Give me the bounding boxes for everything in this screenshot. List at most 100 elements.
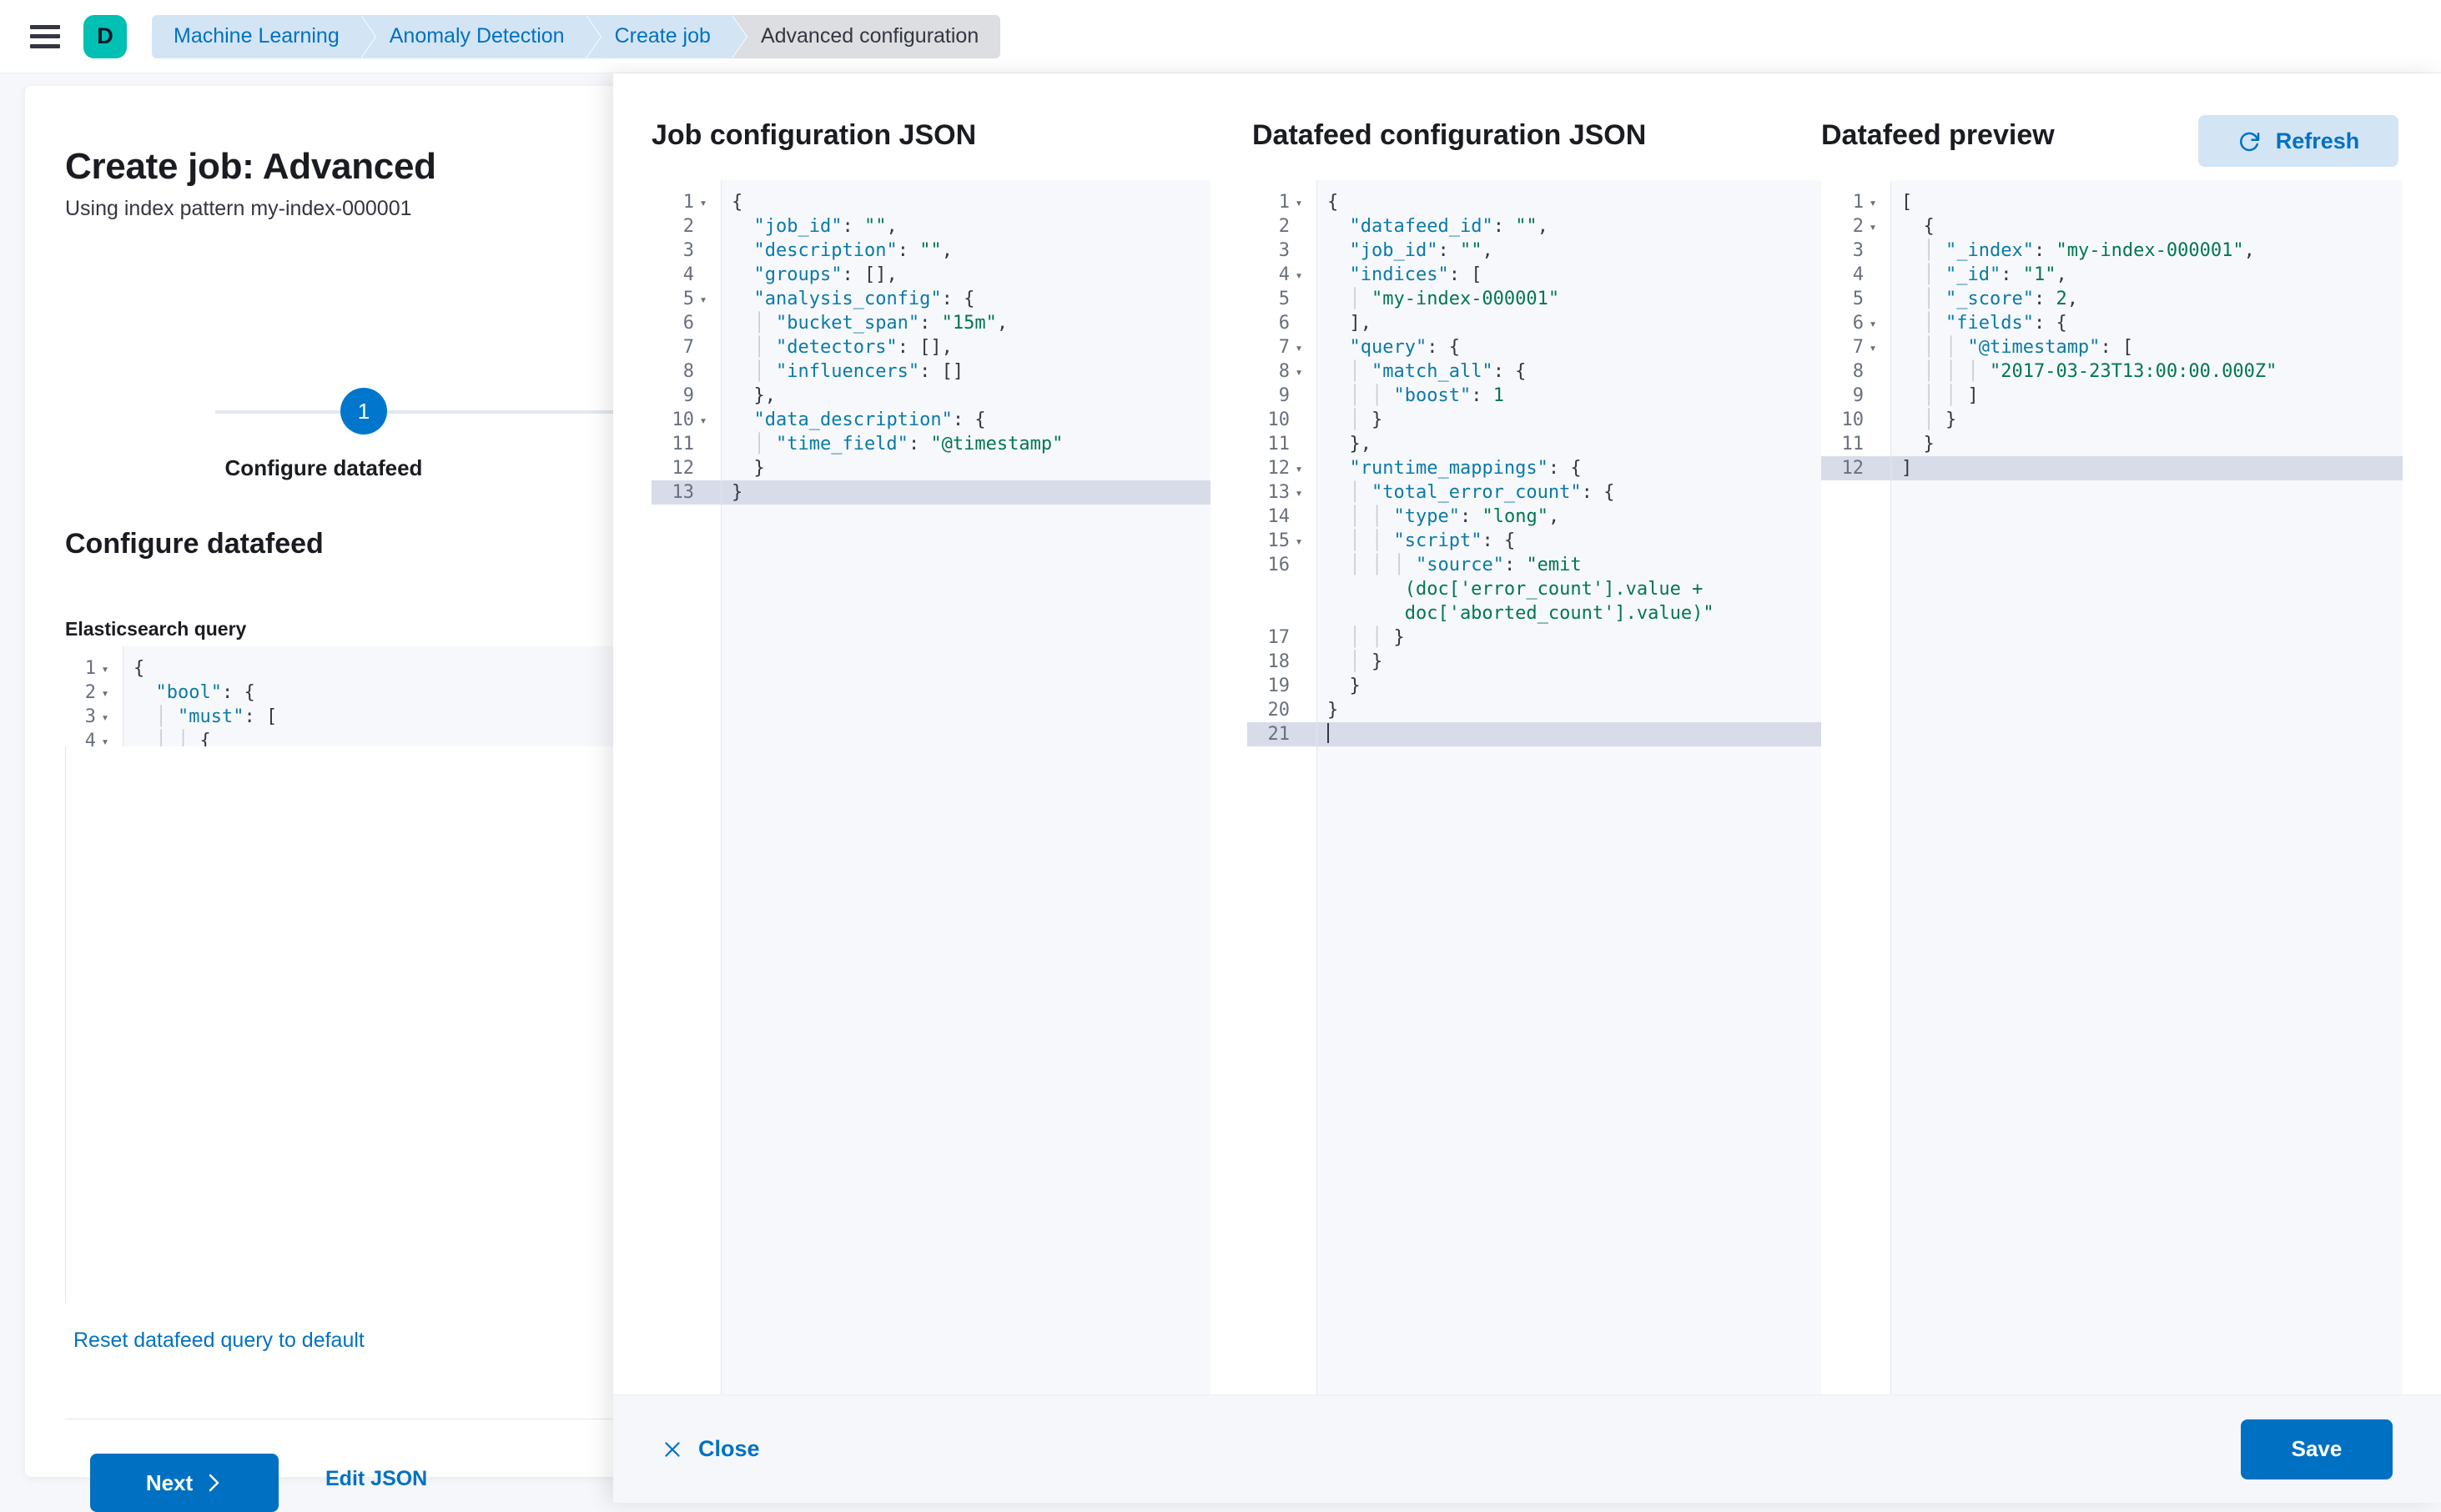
editor-code[interactable]: { "job_id": "", "description": "", "grou…: [722, 180, 1210, 1423]
editor-code-line: {: [1327, 192, 1339, 213]
editor-line-number: 6▾: [1852, 313, 1877, 334]
editor-code-line: │ "match_all": {: [1327, 361, 1527, 382]
editor-line-number: 8: [682, 361, 694, 382]
editor-line-number: 13: [652, 480, 721, 505]
editor-code-line: │ "_index": "my-index-000001",: [1901, 240, 2255, 261]
editor-line-number: 7: [682, 337, 694, 358]
editor-caret: [1327, 723, 1329, 743]
editor-code-line: "indices": [: [1349, 264, 1482, 285]
page-title: Create job: Advanced: [65, 146, 436, 187]
next-button[interactable]: Next: [90, 1454, 279, 1512]
editor-code-line: }: [732, 458, 765, 479]
editor-code-line: │ "my-index-000001": [1327, 289, 1560, 309]
editor-code[interactable]: { "datafeed_id": "", "job_id": "", "indi…: [1317, 180, 1836, 1423]
editor-code-line: [: [1901, 192, 1913, 213]
close-button-label: Close: [698, 1436, 760, 1461]
editor-line-number: 9: [1852, 385, 1864, 406]
stepper-step-1-label: Configure datafeed: [224, 455, 423, 480]
editor-line-number: 4: [682, 264, 694, 285]
editor-code-line: │ "total_error_count": {: [1327, 482, 1615, 503]
editor-line-number: 18: [1267, 651, 1291, 672]
editor-line-number: 4: [1852, 264, 1864, 285]
editor-line-number: 3: [1852, 240, 1864, 261]
editor-line-number: 20: [1267, 700, 1291, 721]
editor-code-line: "runtime_mappings": {: [1349, 458, 1582, 479]
breadcrumb: Machine Learning Anomaly Detection Creat…: [152, 14, 1001, 58]
editor-line-number: 1▾: [1278, 192, 1303, 213]
editor-line-number: [1247, 577, 1316, 601]
edit-json-button[interactable]: Edit JSON: [325, 1467, 428, 1490]
editor-line-number: 3▾: [84, 706, 109, 727]
breadcrumb-item-advanced-configuration[interactable]: Advanced configuration: [732, 14, 1001, 58]
editor-code-line: {: [1901, 216, 1935, 237]
editor-line-number: 5: [1278, 289, 1290, 309]
editor-code-line: │ │ "@timestamp": [: [1901, 337, 2134, 358]
close-button[interactable]: Close: [662, 1436, 760, 1462]
stepper-step-1[interactable]: 1: [340, 388, 387, 435]
editor-code-line: │ }: [1327, 651, 1383, 672]
editor-code-line: doc['aborted_count'].value)": [1327, 603, 1714, 624]
job-configuration-json-title: Job configuration JSON: [652, 119, 977, 151]
editor-gutter[interactable]: 1▾2▾3▾4▾56789: [65, 646, 123, 746]
editor-line-number: [1247, 601, 1316, 625]
hamburger-menu-icon[interactable]: [30, 24, 60, 48]
editor-line-number: 7▾: [1852, 337, 1877, 358]
elasticsearch-query-editor-area: [65, 646, 1193, 1304]
elasticsearch-query-label: Elasticsearch query: [65, 618, 247, 640]
next-button-label: Next: [145, 1469, 194, 1495]
editor-line-number: 9: [682, 385, 694, 406]
editor-line-number: 1▾: [84, 658, 109, 679]
editor-line-number: 4▾: [84, 731, 109, 746]
refresh-icon: [2239, 132, 2259, 152]
editor-line-number: 12: [672, 458, 695, 479]
editor-code-line: │ │ │ "source": "emit: [1327, 555, 1582, 575]
page-subtitle: Using index pattern my-index-000001: [65, 197, 412, 220]
editor-line-number: 15▾: [1267, 530, 1303, 551]
editor-code-line: (doc['error_count'].value +: [1327, 579, 1704, 600]
editor-line-number: 11: [1267, 434, 1291, 455]
flyout-footer: Close Save: [613, 1394, 2441, 1503]
editor-line-number: 8: [1852, 361, 1864, 382]
editor-code-line: │ │ "boost": 1: [1327, 385, 1504, 406]
editor-line-number: 6: [1278, 313, 1290, 334]
editor-code-line: │ "detectors": [],: [732, 337, 953, 358]
breadcrumb-item-anomaly-detection[interactable]: Anomaly Detection: [360, 14, 601, 58]
editor-line-number: 13▾: [1267, 482, 1303, 503]
editor-code-line: │ "_score": 2,: [1901, 289, 2078, 309]
editor-code-line: "datafeed_id": "",: [1349, 216, 1548, 237]
editor-code-line: │ "time_field": "@timestamp": [732, 434, 1064, 455]
app-logo-badge[interactable]: D: [83, 14, 127, 58]
breadcrumb-item-create-job[interactable]: Create job: [586, 14, 747, 58]
editor-code-line: "description": "",: [753, 240, 953, 261]
editor-code-line: }: [1901, 434, 1935, 455]
editor-code-line: │ "bucket_span": "15m",: [732, 313, 1009, 334]
editor-line-number: 11: [672, 434, 695, 455]
editor-code-line: │ │ │ "2017-03-23T13:00:00.000Z": [1901, 361, 2277, 382]
editor-line-number: 6: [682, 313, 694, 334]
editor-line-number: 10: [1841, 409, 1865, 430]
reset-datafeed-query-link[interactable]: Reset datafeed query to default: [73, 1329, 365, 1352]
editor-line-number: 16: [1267, 555, 1291, 575]
editor-code-line: "query": {: [1349, 337, 1460, 358]
editor-code-line: │ "fields": {: [1901, 313, 2067, 334]
editor-code-line: ]: [1891, 456, 2403, 480]
save-button[interactable]: Save: [2241, 1419, 2393, 1479]
editor-line-number: 3: [682, 240, 694, 261]
editor-code-line: │ │ "script": {: [1327, 530, 1516, 551]
editor-code-line: [1317, 722, 1836, 746]
breadcrumb-item-machine-learning[interactable]: Machine Learning: [152, 14, 375, 58]
refresh-button[interactable]: Refresh: [2198, 115, 2398, 167]
editor-line-number: 2: [1278, 216, 1290, 237]
editor-code-line: │ │ "type": "long",: [1327, 506, 1560, 527]
editor-code-line: "job_id": "",: [1349, 240, 1493, 261]
editor-code[interactable]: [ { │ "_index": "my-index-000001", │ "_i…: [1891, 180, 2403, 1423]
editor-line-number: 11: [1841, 434, 1865, 455]
editor-line-number: 8▾: [1278, 361, 1303, 382]
editor-code-line: │ "influencers": []: [732, 361, 964, 382]
